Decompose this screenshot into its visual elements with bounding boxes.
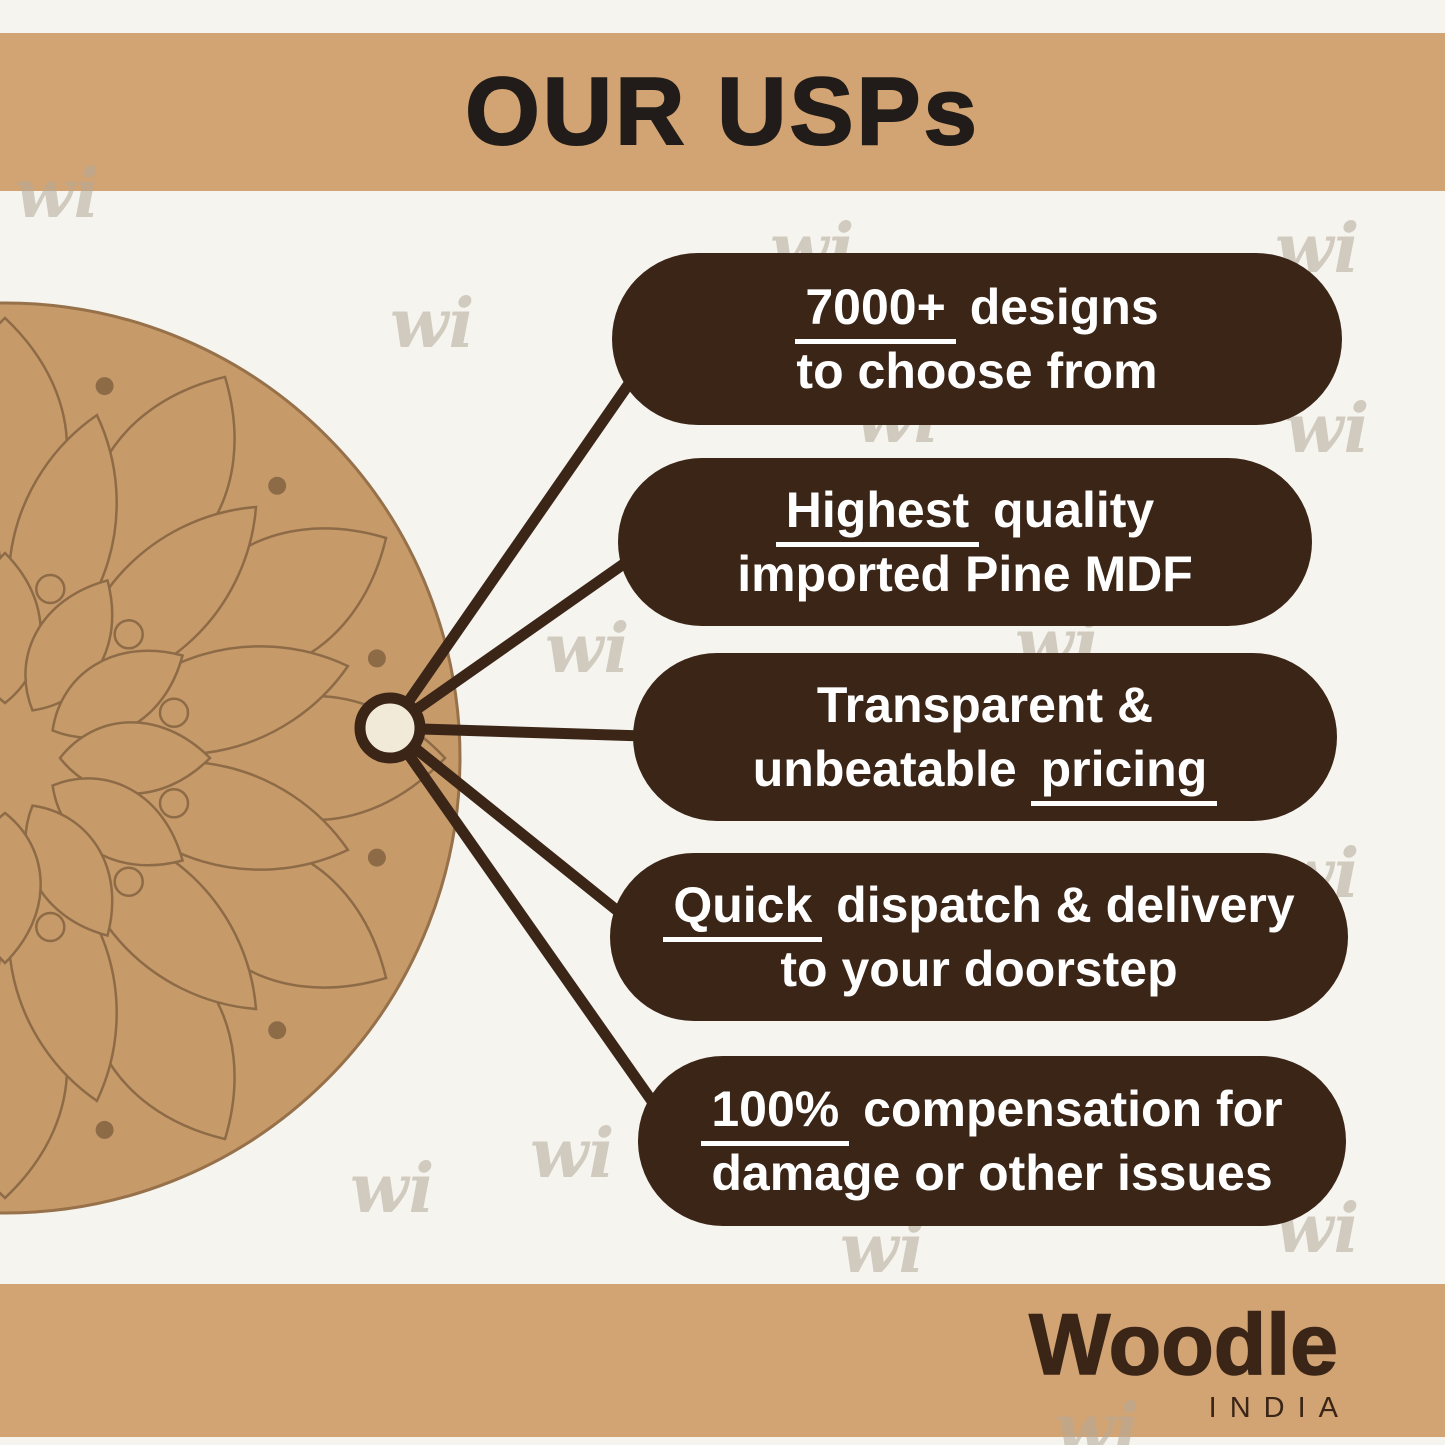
mandala-line-art <box>0 316 447 1200</box>
usp-underlined-text: Highest <box>775 482 980 547</box>
connector-line <box>384 722 681 743</box>
connector-lines <box>384 333 686 1147</box>
connector-line <box>384 722 656 943</box>
usp-pill: 100% compensation for damage or other is… <box>638 1056 1346 1226</box>
usp-text: compensation for <box>849 1081 1283 1137</box>
usp-line: 7000+ designs <box>795 275 1159 344</box>
usp-line: unbeatable pricing <box>752 737 1218 806</box>
connector-line <box>384 722 686 1147</box>
page-title: OUR USPs <box>464 57 980 166</box>
hub-node <box>354 692 426 764</box>
usp-text: to choose from <box>796 343 1158 399</box>
connector-line <box>384 536 661 734</box>
usp-pill: Quick dispatch & delivery to your doorst… <box>610 853 1348 1021</box>
usp-line: to choose from <box>796 339 1157 403</box>
brand-country: INDIA <box>1208 1392 1351 1425</box>
usp-text: quality <box>979 482 1155 538</box>
usp-text: to your doorstep <box>780 941 1178 997</box>
usp-pill: Transparent & unbeatable pricing <box>633 653 1337 821</box>
usp-text: dispatch & delivery <box>822 877 1295 933</box>
brand-name: Woodle <box>1028 1297 1338 1393</box>
usp-underlined-text: 100% <box>701 1081 850 1146</box>
usp-line: imported Pine MDF <box>737 542 1193 606</box>
brand-logo: Woodle INDIA <box>1028 1297 1338 1425</box>
usp-pill: Highest quality imported Pine MDF <box>618 458 1312 626</box>
usp-line: 100% compensation for <box>701 1077 1283 1146</box>
usp-line: Transparent & <box>817 673 1153 737</box>
mandala-board <box>0 301 462 1215</box>
header-banner: OUR USPs <box>0 33 1445 191</box>
usp-underlined-text: pricing <box>1030 741 1218 806</box>
usp-pill: 7000+ designs to choose from <box>612 253 1342 425</box>
connector-line <box>384 333 666 734</box>
usp-line: damage or other issues <box>711 1141 1272 1205</box>
usp-text: damage or other issues <box>711 1145 1273 1201</box>
usp-line: Quick dispatch & delivery <box>663 873 1295 942</box>
footer-banner <box>0 1284 1445 1437</box>
usp-line: to your doorstep <box>780 937 1177 1001</box>
usp-text: unbeatable <box>752 741 1031 797</box>
usp-line: Highest quality <box>775 478 1155 547</box>
usp-underlined-text: 7000+ <box>795 279 956 344</box>
usp-text: Transparent & <box>816 677 1154 733</box>
usp-text: imported Pine MDF <box>737 546 1193 602</box>
usp-underlined-text: Quick <box>663 877 823 942</box>
usp-text: designs <box>955 279 1159 335</box>
